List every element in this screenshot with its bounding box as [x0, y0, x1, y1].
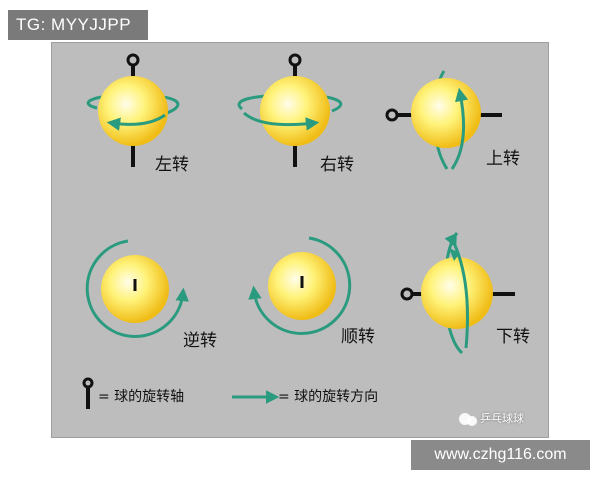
- caption-right-spin: 右转: [320, 155, 354, 175]
- spin-diagram-panel: 左转 右转 上转 逆转 顺转 下转 = 球的旋转轴 = 球的旋转方向 乒乓球球: [51, 42, 549, 438]
- right-spin-figure: [237, 53, 343, 167]
- legend-axis-label: = 球的旋转轴: [98, 389, 185, 405]
- tg-watermark-label: TG: MYYJJPP: [8, 10, 148, 40]
- caption-top-spin: 上转: [486, 149, 520, 169]
- legend-axis-symbol: [82, 377, 94, 409]
- back-spin-figure: [400, 232, 515, 355]
- clockwise-spin-figure: [248, 236, 352, 335]
- top-spin-figure: [385, 70, 502, 170]
- caption-counter-spin: 逆转: [183, 331, 217, 351]
- watermark-text: 乒乓球球: [480, 412, 524, 425]
- spin-diagram-graphic: [82, 53, 515, 426]
- caption-back-spin: 下转: [496, 327, 530, 347]
- counter-spin-figure: [85, 239, 189, 338]
- left-spin-figure: [86, 53, 180, 167]
- legend-direction-label: = 球的旋转方向: [278, 389, 379, 405]
- caption-clockwise-spin: 顺转: [341, 327, 375, 347]
- url-watermark-label: www.czhg116.com: [411, 440, 590, 470]
- watermark-logo-icon: [459, 413, 477, 426]
- caption-left-spin: 左转: [155, 155, 189, 175]
